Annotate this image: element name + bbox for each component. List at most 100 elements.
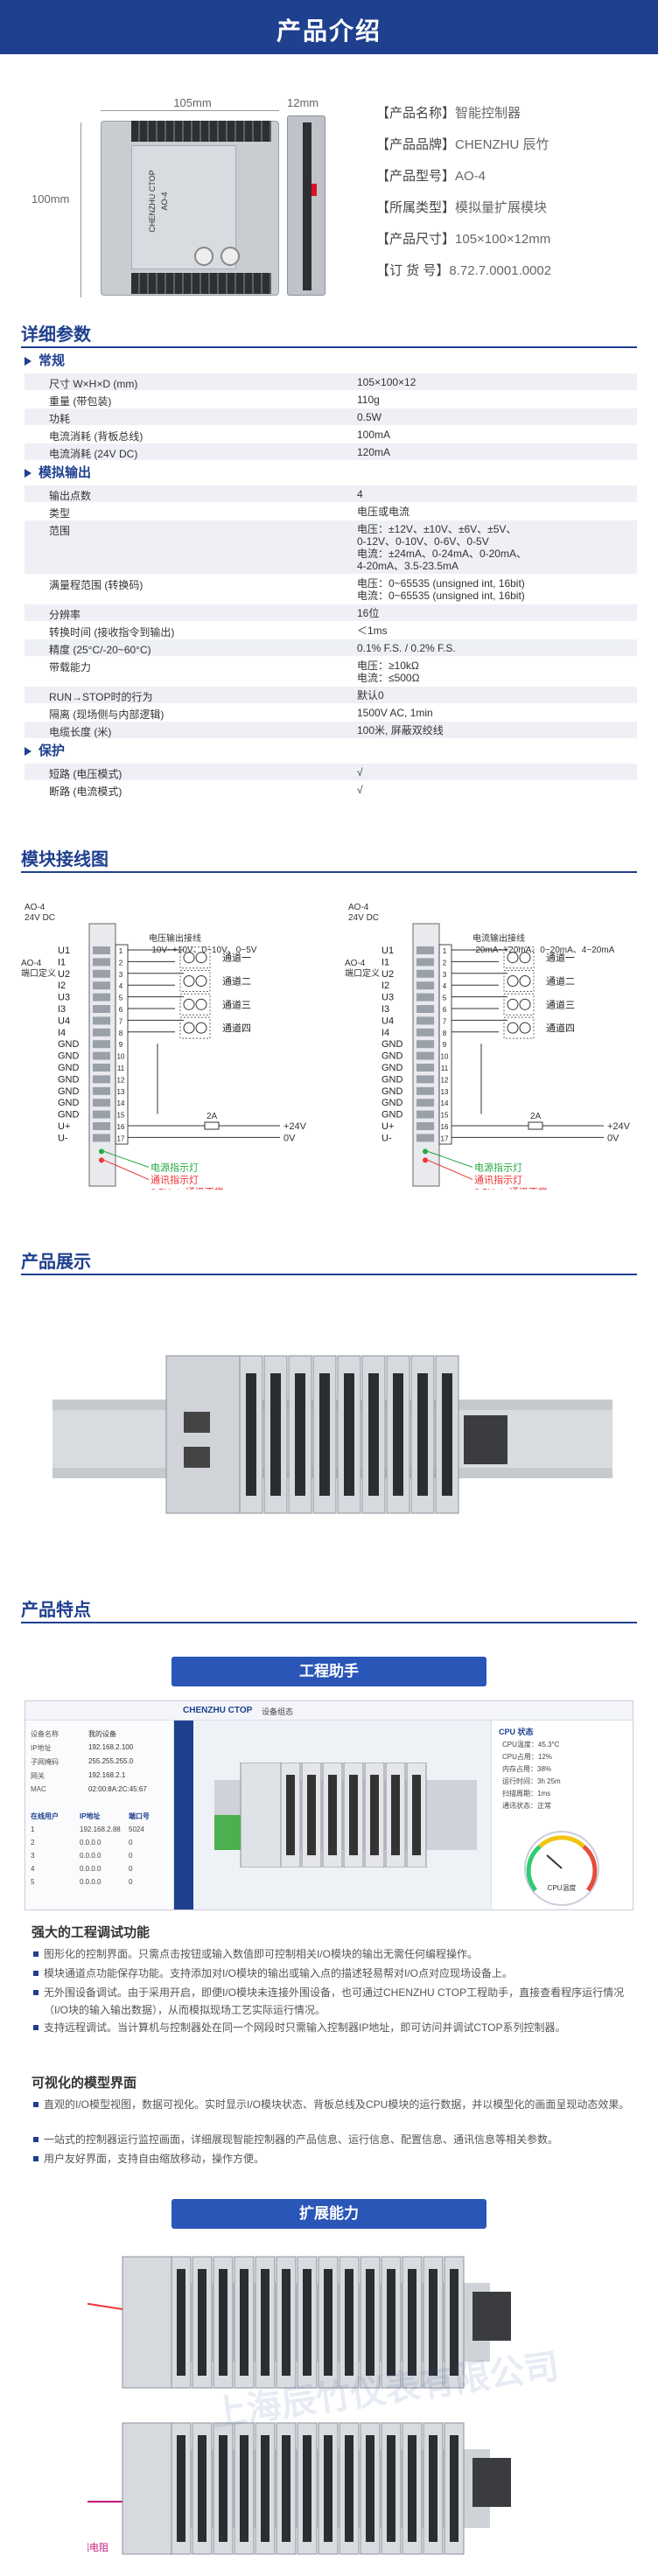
right-power-led (423, 1148, 428, 1155)
device-front-panel (131, 145, 236, 269)
exp-io-terminal (324, 2269, 332, 2376)
software-brand: CHENZHU CTOP (183, 1706, 253, 1715)
right-load-icon (519, 952, 531, 964)
right-pin-label: GND (382, 1074, 403, 1085)
header-band (0, 0, 658, 54)
showcase-io-terminal (295, 1373, 305, 1496)
left-pin-label: GND (58, 1110, 80, 1120)
left-load-icon (195, 975, 207, 987)
left-terminal (93, 958, 110, 967)
left-pin-label: I4 (58, 1028, 66, 1038)
left-pin-number: 12 (117, 1076, 125, 1084)
right-terminal (416, 1075, 434, 1084)
sw-table-cell: 0 (129, 1852, 133, 1860)
right-pin-label: U4 (382, 1016, 394, 1026)
device-side-red-mark (312, 184, 317, 196)
wiring-title: 模块接线图 (21, 848, 108, 869)
sw-table-cell: 192.168.2.88 (80, 1826, 121, 1833)
expansion-banner: 扩展能力 (172, 2199, 486, 2229)
exp-bus-wire (88, 2501, 122, 2503)
left-load-box (179, 946, 211, 969)
right-module-name-b: AO-4 (345, 959, 366, 968)
dim-width-label: 105mm (173, 96, 212, 109)
showcase-io-terminal (270, 1373, 281, 1496)
exp-io-terminal (450, 2269, 458, 2376)
left-terminal (93, 1134, 110, 1142)
exp-end-clamp (472, 2292, 511, 2341)
spec-analog-row: 电缆长度 (米)100米, 屏蔽双绞线 (24, 721, 637, 738)
right-terminal (416, 958, 434, 967)
spec-value: 0.5W (357, 411, 382, 423)
gauge-arc-red (582, 1845, 598, 1892)
spec-general-row: 电流消耗 (背板总线)100mA (24, 425, 637, 443)
exp-io-terminal (282, 2269, 290, 2376)
sw-table-header: 端口号 (129, 1812, 150, 1820)
gauge-arc-green (526, 1845, 542, 1892)
left-pin-number: 7 (119, 1017, 123, 1025)
right-load-icon (507, 1022, 519, 1034)
sw-table-cell: 0 (129, 1878, 133, 1886)
left-channel-label: 通道三 (222, 998, 251, 1010)
left-pin-number: 17 (117, 1134, 125, 1142)
engineering-banner: 工程助手 (172, 1657, 486, 1686)
exp-io-terminal (240, 2435, 248, 2542)
right-pin-number: 9 (443, 1041, 447, 1049)
spec-key: 隔离 (现场侧与内部逻辑) (49, 709, 164, 721)
right-module-name: AO-4 (348, 903, 369, 912)
exp-io-terminal (198, 2435, 206, 2542)
spec-key: 断路 (电流模式) (49, 785, 122, 798)
right-fuse-label: 2A (530, 1112, 542, 1121)
sw-left-value: 192.168.2.1 (88, 1771, 126, 1779)
device-side-stripe (303, 122, 312, 290)
spec-protect-heading: 保护 (24, 742, 637, 761)
right-pin-number: 8 (443, 1030, 447, 1037)
showcase-divider (21, 1274, 637, 1275)
info-size: 【产品尺寸】105×100×12mm (376, 232, 551, 247)
left-load-icon (183, 1022, 195, 1034)
exp-io-terminal (408, 2269, 416, 2376)
device-front-knob-b (220, 247, 240, 266)
exp-end-clamp (472, 2458, 511, 2507)
right-pin-number: 15 (441, 1112, 449, 1120)
feature-item: 图形化的控制界面。只需点击按钮或输入数值即可控制相关I/O模块的输出无需任何编程… (33, 1945, 639, 1963)
left-load-icon (195, 952, 207, 964)
left-pin-number: 9 (119, 1041, 123, 1049)
right-power: 24V DC (348, 913, 379, 923)
right-comm-normal-label: 0.5Hz：通讯正常 (474, 1186, 548, 1190)
spec-analog-row: 转换时间 (接收指令到输出)＜1ms (24, 621, 637, 639)
right-pin-number: 7 (443, 1017, 447, 1025)
right-load-box (503, 993, 535, 1016)
showcase-io-terminal (344, 1373, 354, 1496)
device-front-bottom-terminals (131, 273, 271, 294)
left-0v-label: 0V (284, 1133, 296, 1143)
left-terminal (93, 1016, 110, 1025)
left-channel-label: 通道二 (222, 975, 251, 988)
feature-item: 无外围设备调试。由于采用开启，即便I/O模块未连接外围设备，也可通过CHENZH… (33, 1984, 639, 2019)
features-title: 产品特点 (21, 1599, 91, 1620)
left-pin-number: 6 (119, 1006, 123, 1014)
right-pin-label: I2 (382, 981, 389, 991)
left-pin-label: GND (58, 1051, 80, 1062)
left-terminal (93, 1110, 110, 1119)
sw-left-value: 02:00:8A:2C:45:67 (88, 1785, 147, 1793)
spec-analog-heading: 模拟输出 (24, 464, 637, 483)
left-comm-led (99, 1157, 104, 1163)
left-power-led (99, 1148, 104, 1155)
left-fuse (204, 1121, 220, 1130)
exp-io-terminal (387, 2269, 396, 2376)
right-pin-number: 12 (441, 1076, 449, 1084)
left-pin-number: 10 (117, 1053, 125, 1061)
left-pin-label: I2 (58, 981, 66, 991)
spec-value: 105×100×12 (357, 376, 416, 388)
left-port-def: 端口定义 (21, 967, 56, 979)
left-channel-label: 通道一 (222, 952, 251, 964)
right-pin-label: I4 (382, 1028, 389, 1038)
right-load-icon (507, 975, 519, 987)
expansion-image: 24V电源背板总线1终端电阻 (88, 2256, 511, 2555)
sw-left-key: MAC (31, 1785, 46, 1793)
exp-io-terminal (366, 2435, 374, 2542)
right-terminal (416, 946, 434, 954)
left-channel-label: 通道四 (222, 1022, 251, 1034)
